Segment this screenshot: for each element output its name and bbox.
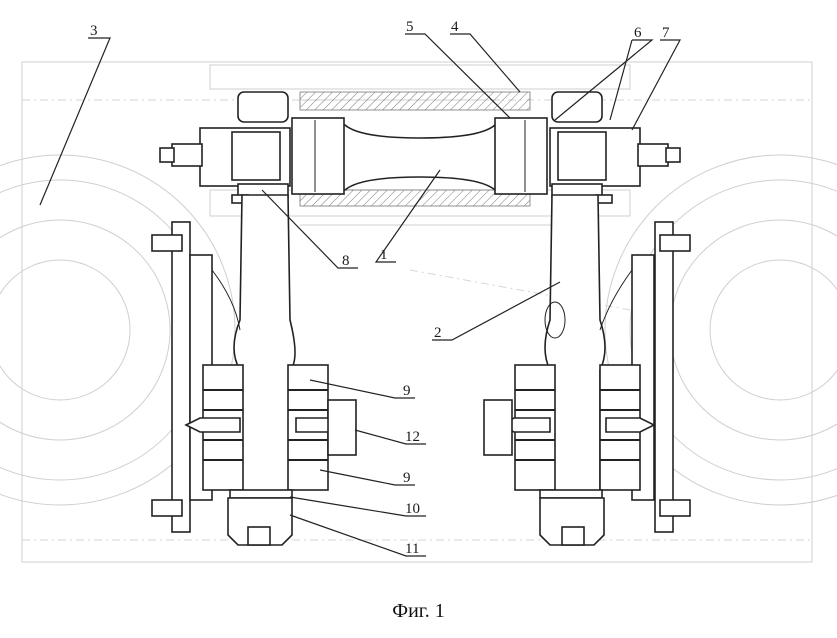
- callout-6: 6: [634, 25, 642, 41]
- callout-9-lower: 9: [403, 470, 411, 486]
- callout-8: 8: [342, 253, 350, 269]
- callout-4: 4: [451, 19, 459, 35]
- callout-7: 7: [662, 25, 670, 41]
- right-bearing-assembly: [549, 91, 681, 204]
- block-part-12: [327, 399, 513, 456]
- figure-caption: Фиг. 1: [392, 600, 445, 622]
- background-wheels: [0, 61, 837, 563]
- callout-10: 10: [405, 501, 420, 517]
- leader-lines: [39, 33, 681, 557]
- left-bearing-assembly: [159, 91, 291, 204]
- callout-5: 5: [406, 19, 414, 35]
- right-lever-part-2: [544, 194, 691, 533]
- callout-12: 12: [405, 429, 420, 445]
- callout-2: 2: [434, 325, 442, 341]
- bottom-nuts-part-10-11: [227, 489, 605, 546]
- callout-11: 11: [405, 541, 419, 557]
- callout-labels: 3 5 4 6 7 8 1 2 9 12 9 10 11: [90, 19, 670, 557]
- callout-1: 1: [380, 247, 388, 263]
- shaft-part-1: [291, 117, 548, 195]
- housing-part-4: [299, 91, 531, 207]
- callout-3: 3: [90, 23, 98, 39]
- callout-9-upper: 9: [403, 383, 411, 399]
